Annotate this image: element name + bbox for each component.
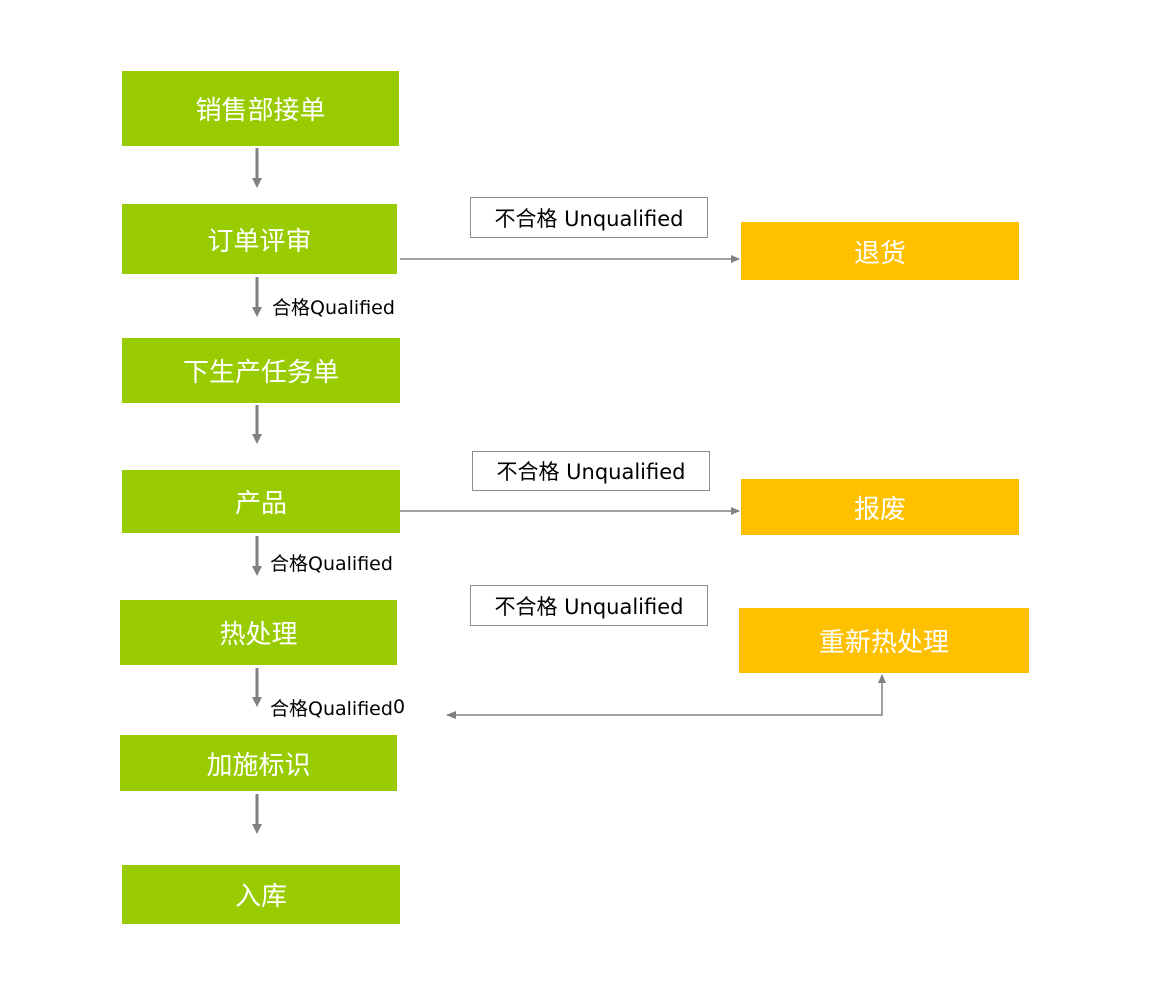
step-product-label: 产品 (234, 489, 287, 519)
outcome-return-label: 退货 (853, 238, 906, 269)
step-marking: 加施标识 (120, 735, 397, 791)
outcome-reheat: 重新热处理 (739, 608, 1029, 673)
arrow-loop-start-head (446, 711, 456, 719)
unqualified-label-heat: 不合格 Unqualified (470, 585, 708, 626)
step-product: 产品 (122, 470, 400, 533)
step-order-review-label: 订单评审 (207, 226, 312, 257)
step-order-review: 订单评审 (122, 204, 397, 274)
unqualified-label-product: 不合格 Unqualified (472, 451, 710, 491)
outcome-reheat-label: 重新热处理 (818, 628, 949, 658)
unqualified-label-review: 不合格 Unqualified (470, 197, 708, 238)
step-production-order-label: 下生产任务单 (182, 358, 339, 388)
step-heat-treatment-label: 热处理 (219, 620, 298, 650)
step-production-order: 下生产任务单 (122, 338, 400, 403)
step-warehousing: 入库 (122, 865, 400, 924)
qualified-label-product: 合格Qualified (270, 553, 393, 575)
step-sales-order-label: 销售部接单 (195, 96, 326, 126)
loop-marker: 0 (393, 696, 406, 718)
step-marking-label: 加施标识 (206, 750, 311, 781)
step-heat-treatment: 热处理 (120, 600, 397, 665)
qualified-label-review: 合格Qualified (272, 297, 395, 319)
step-warehousing-label: 入库 (234, 882, 287, 912)
arrow-loop-reheat (447, 674, 886, 716)
qualified-label-heat: 合格Qualified (270, 698, 393, 720)
outcome-scrap: 报废 (741, 479, 1019, 535)
outcome-return: 退货 (741, 222, 1019, 280)
outcome-scrap-label: 报废 (853, 494, 906, 525)
step-sales-order: 销售部接单 (122, 71, 399, 146)
